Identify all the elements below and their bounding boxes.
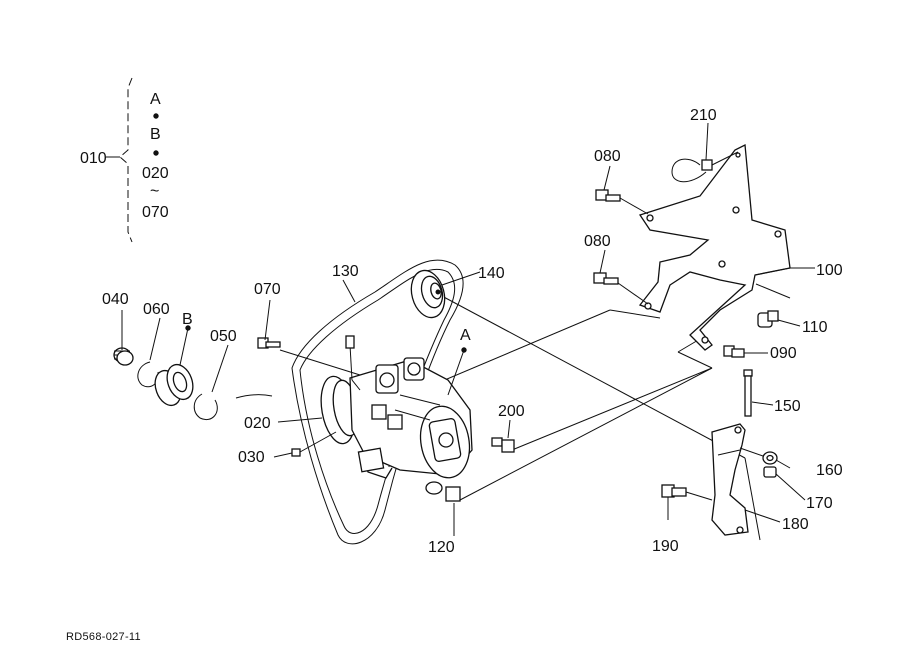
idler-pulley-140 [410,269,446,319]
washer-160 [739,447,778,465]
legend-main-label: 010 [80,150,107,167]
callout-190: 190 [652,538,679,555]
ref-dot-b [185,325,191,331]
legend-dot [153,150,159,156]
compressor-assembly [320,335,473,479]
legend-range-symbol: ~ [150,183,159,200]
callout-050: 050 [210,328,237,345]
bolt-030 [291,431,337,457]
legend-item-070: 070 [142,204,169,221]
nut-170 [763,466,777,478]
legend-item-b: B [150,126,161,143]
callout-140: 140 [478,265,505,282]
callout-060: 060 [143,301,170,318]
callout-120: 120 [428,539,455,556]
callout-200: 200 [498,403,525,420]
callout-150: 150 [774,398,801,415]
ref-dot-a [461,347,467,353]
callout-020: 020 [244,415,271,432]
nut-110 [757,310,779,328]
bracket-100 [638,143,791,351]
callout-leaders [121,122,815,536]
callout-110: 110 [802,319,828,336]
callout-160: 160 [816,462,843,479]
legend-item-020: 020 [142,165,169,182]
callout-040: 040 [102,291,129,308]
callout-210: 210 [690,107,717,124]
bolt-200 [491,437,515,453]
clip-210 [671,151,739,183]
callout-080-upper: 080 [594,148,621,165]
callout-ref-b: B [182,311,193,328]
bolt-080-lower [593,272,649,305]
bracket-180 [711,423,749,536]
callout-070: 070 [254,281,281,298]
ring-pointer [235,394,273,399]
callout-080-lower: 080 [584,233,611,250]
spring-040 [113,347,134,366]
bolt-070 [257,337,281,349]
bolt-120 [425,481,461,502]
legend-group: 010 A B 020 ~ 070 [80,77,169,243]
snap-ring-050 [193,393,218,420]
callout-180: 180 [782,516,809,533]
drawing-reference: RD568-027-11 [66,631,141,643]
callout-170: 170 [806,495,833,512]
callout-130: 130 [332,263,359,280]
bolt-080-upper [595,189,649,215]
callout-090: 090 [770,345,797,362]
callout-100: 100 [816,262,843,279]
bearing-b [154,363,194,407]
legend-item-a: A [150,91,161,108]
bolt-090 [723,345,745,358]
bolt-150 [743,369,753,417]
callout-labels: 040 060 B 050 070 130 140 A 020 030 120 … [102,107,843,556]
callout-030: 030 [238,449,265,466]
callout-ref-a: A [460,327,471,344]
belt-130 [291,259,464,545]
bolt-190 [661,484,713,501]
legend-dot [153,113,159,119]
assembly-guide-lines [279,294,761,541]
